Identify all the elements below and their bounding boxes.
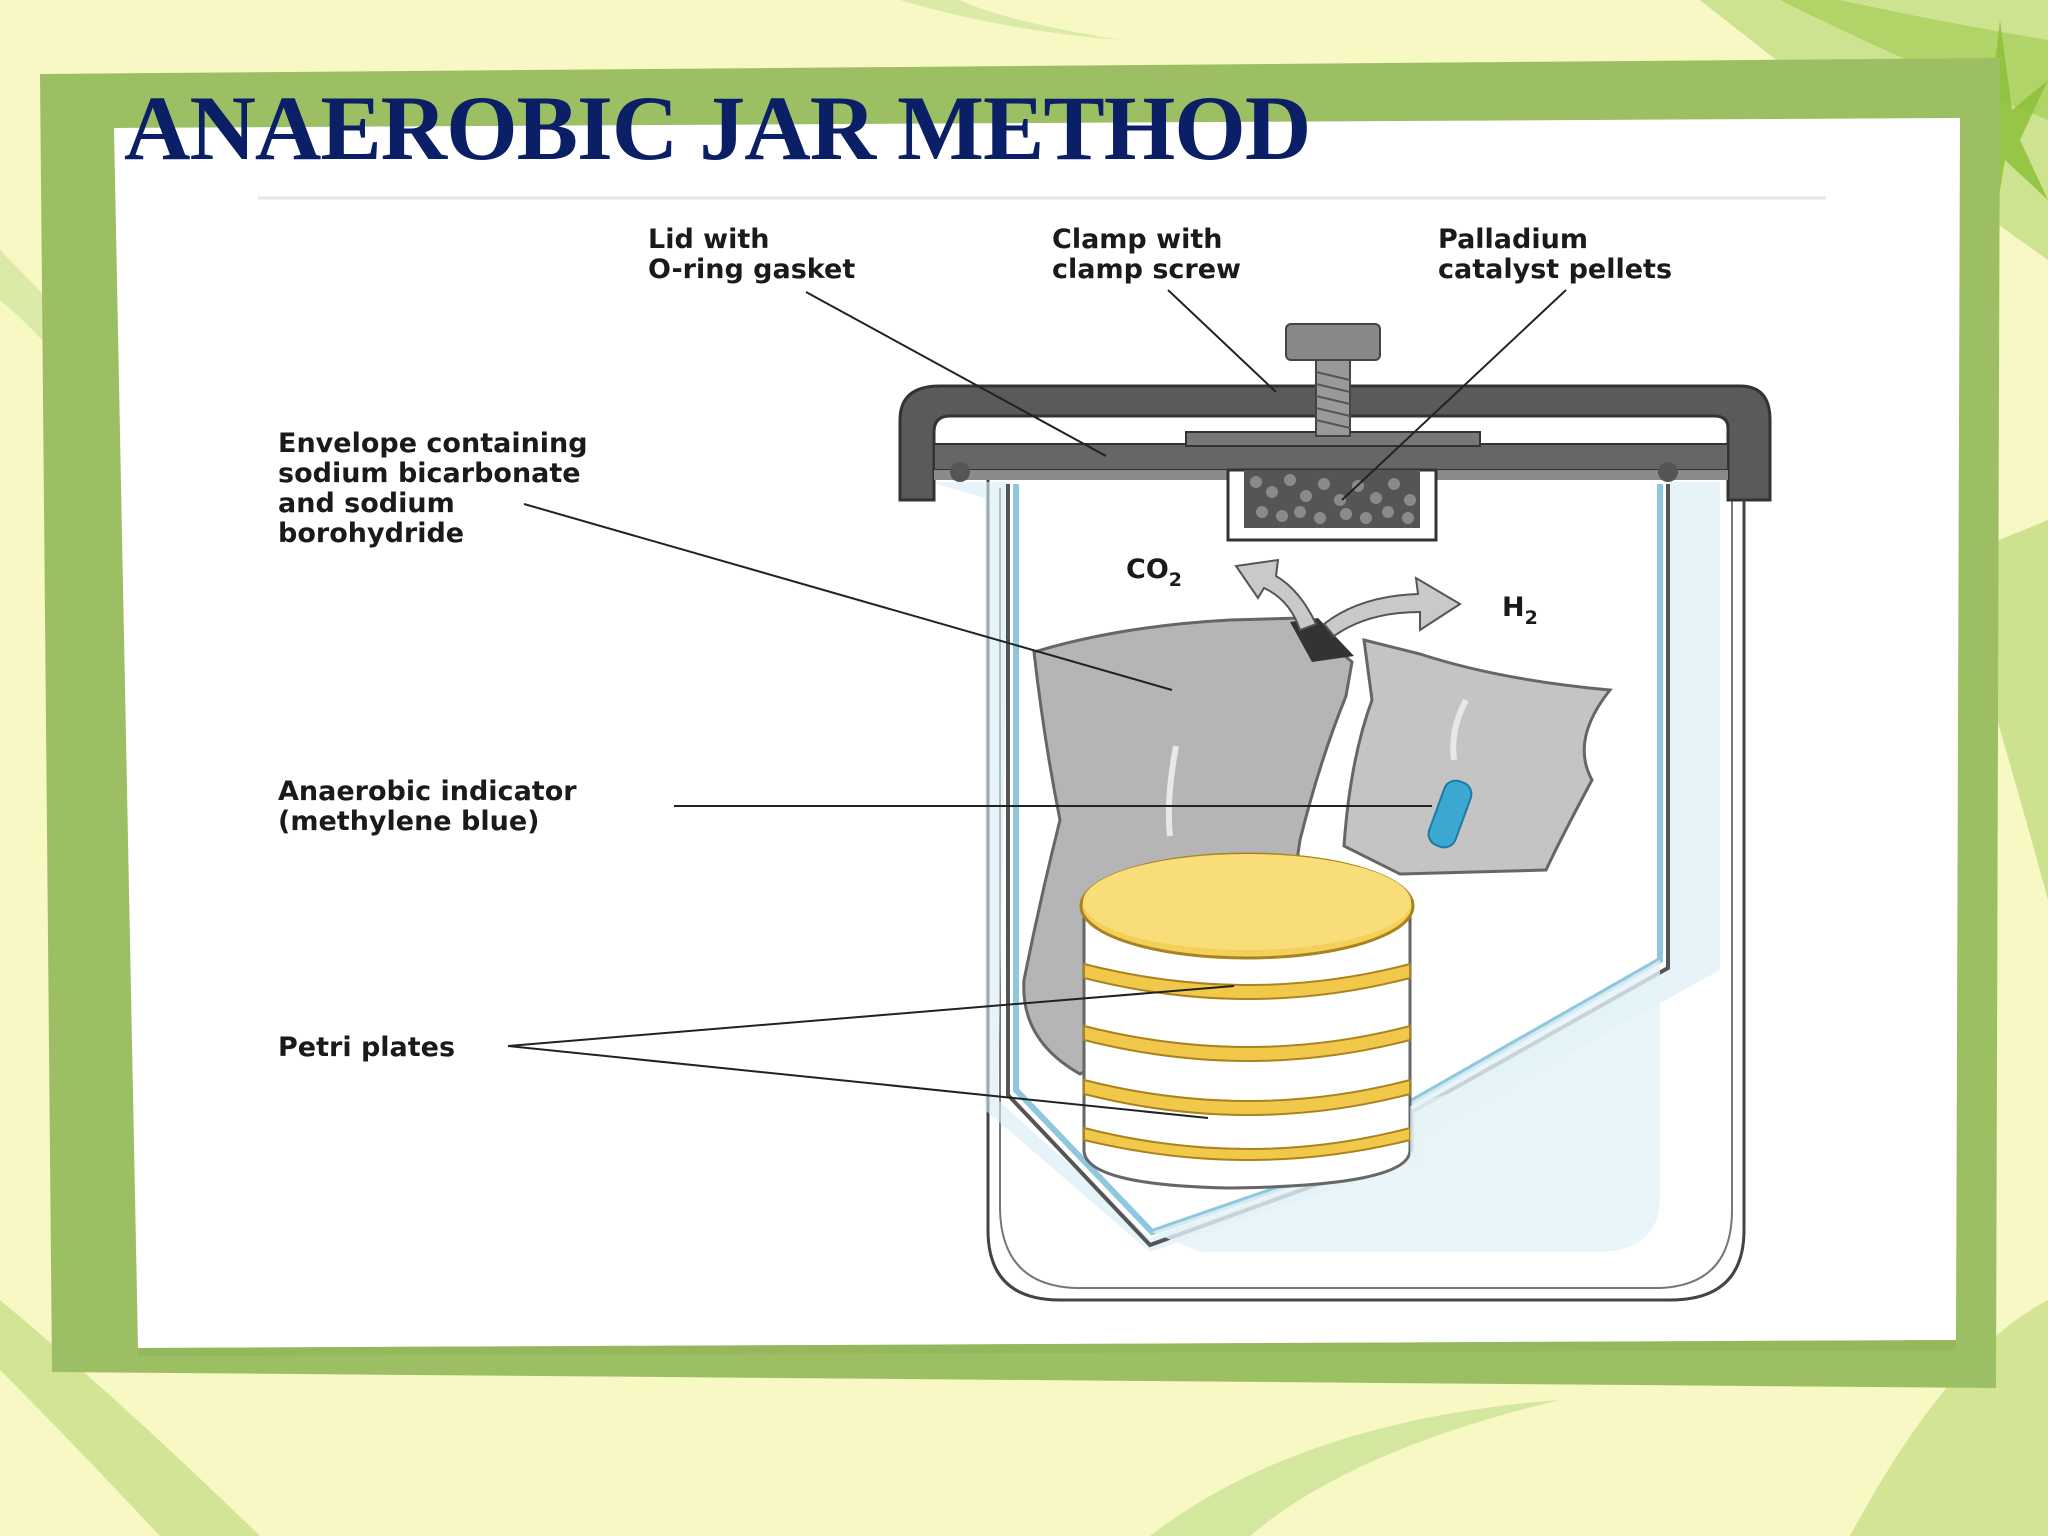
palladium-catalyst-box	[1226, 468, 1438, 542]
labels: Lid with O-ring gasket Clamp with clamp …	[278, 224, 1672, 1063]
label-palladium-line1: Palladium	[1438, 224, 1588, 255]
label-co2: CO2	[1126, 554, 1182, 591]
label-lid-line2: O-ring gasket	[648, 254, 855, 285]
methylene-blue-indicator	[1427, 779, 1473, 849]
label-envelope-line2: sodium bicarbonate	[278, 458, 581, 489]
h2-base: H	[1502, 592, 1525, 623]
label-clamp-line1: Clamp with	[1052, 224, 1222, 255]
label-indicator-line1: Anaerobic indicator	[278, 776, 577, 807]
co2-base: CO	[1126, 554, 1169, 585]
label-envelope-line1: Envelope containing	[278, 428, 588, 459]
label-envelope-line3: and sodium	[278, 488, 455, 519]
clamp-screw	[1285, 323, 1381, 437]
co2-subscript: 2	[1169, 569, 1182, 591]
label-palladium-line2: catalyst pellets	[1438, 254, 1672, 285]
label-indicator-line2: (methylene blue)	[278, 806, 539, 837]
label-petri-plates: Petri plates	[278, 1032, 455, 1063]
gas-arrows	[1234, 558, 1462, 638]
petri-plate-stack	[1079, 852, 1600, 1214]
h2-subscript: 2	[1525, 607, 1538, 629]
label-lid-line1: Lid with	[648, 224, 770, 255]
leader-lines	[507, 289, 1567, 1119]
label-clamp-line2: clamp screw	[1052, 254, 1241, 285]
slide-title: ANAEROBIC JAR METHOD	[124, 77, 1311, 179]
label-envelope-line4: borohydride	[278, 518, 464, 549]
label-h2: H2	[1502, 592, 1538, 629]
